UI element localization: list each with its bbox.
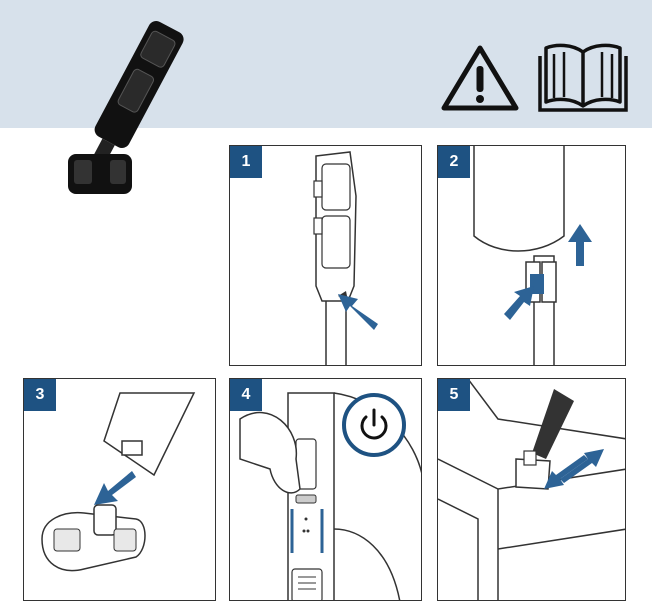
step-4-illustration	[239, 392, 421, 600]
step-number-badge: 4	[230, 379, 262, 411]
step-3-illustration	[41, 392, 196, 572]
step-panel-5: 5	[437, 378, 626, 601]
warning-triangle-icon	[441, 45, 519, 111]
handheld-vacuum-illustration	[68, 21, 184, 194]
step-2-illustration	[473, 146, 592, 365]
step-number-badge: 3	[24, 379, 56, 411]
power-icon	[360, 408, 388, 440]
step-panel-2: 2	[437, 145, 626, 366]
step-panel-3: 3	[23, 378, 216, 601]
step-5-illustration	[438, 379, 625, 600]
step-panel-4: 4	[229, 378, 422, 601]
step-number-badge: 1	[230, 146, 262, 178]
step-panel-1: 1	[229, 145, 422, 366]
step-number-badge: 5	[438, 379, 470, 411]
open-manual-icon	[538, 43, 628, 112]
step-1-illustration	[313, 151, 378, 365]
step-number-badge: 2	[438, 146, 470, 178]
